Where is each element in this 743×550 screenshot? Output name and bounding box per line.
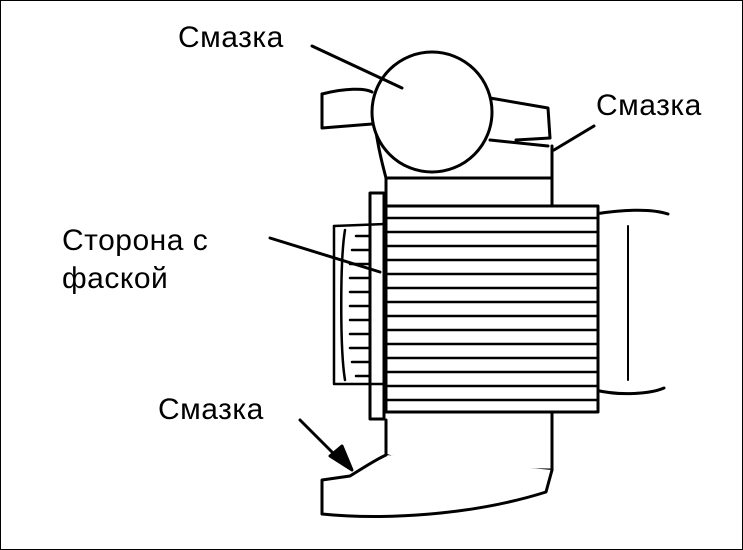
label-lubricant-bottom: Смазка bbox=[158, 393, 264, 426]
leader-right bbox=[552, 124, 596, 152]
lower-housing bbox=[320, 453, 554, 518]
bearing-ball bbox=[370, 50, 494, 174]
label-lubricant-right: Смазка bbox=[596, 89, 702, 122]
label-chamfer-side-line2: фаской bbox=[62, 262, 169, 295]
label-chamfer-side: Сторона с фаской bbox=[62, 222, 208, 298]
leader-chamfer bbox=[268, 236, 382, 274]
shaft bbox=[593, 208, 670, 396]
leader-lines bbox=[268, 44, 596, 472]
label-chamfer-side-line1: Сторона с bbox=[62, 224, 209, 257]
spline-core bbox=[332, 204, 600, 414]
label-lubricant-top: Смазка bbox=[178, 21, 284, 54]
leader-bottom bbox=[298, 418, 340, 460]
leader-top bbox=[310, 44, 404, 90]
leader-bottom-arrowhead bbox=[328, 444, 354, 472]
upper-housing bbox=[320, 87, 554, 180]
